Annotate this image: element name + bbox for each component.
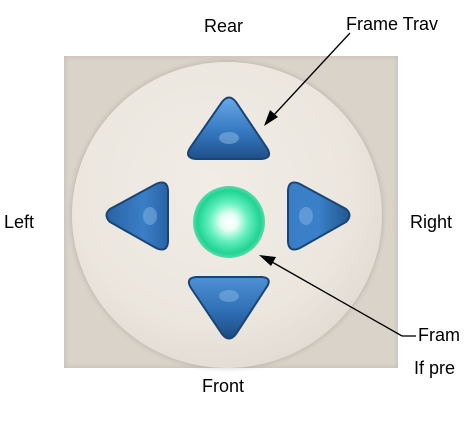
arrow-right-button[interactable]	[288, 182, 350, 249]
callout-frame-travel: Frame Trav	[346, 14, 438, 34]
callout-line-frame	[259, 255, 416, 336]
front-label: Front	[202, 376, 244, 396]
arrow-up-icon	[188, 98, 269, 160]
center-indicator-light[interactable]	[193, 186, 265, 258]
arrow-right-icon	[288, 182, 350, 249]
rear-label: Rear	[204, 16, 243, 36]
callout-if-pressed: If pre	[414, 358, 455, 378]
callout-line-frame-travel	[264, 33, 350, 126]
callout-frame: Fram	[418, 325, 460, 345]
arrow-up-button[interactable]	[188, 98, 269, 160]
left-label: Left	[4, 212, 34, 232]
arrow-left-icon	[107, 182, 169, 249]
arrow-left-button[interactable]	[107, 182, 169, 249]
arrow-down-button[interactable]	[189, 277, 269, 339]
arrow-down-icon	[189, 277, 269, 339]
right-label: Right	[410, 212, 452, 232]
